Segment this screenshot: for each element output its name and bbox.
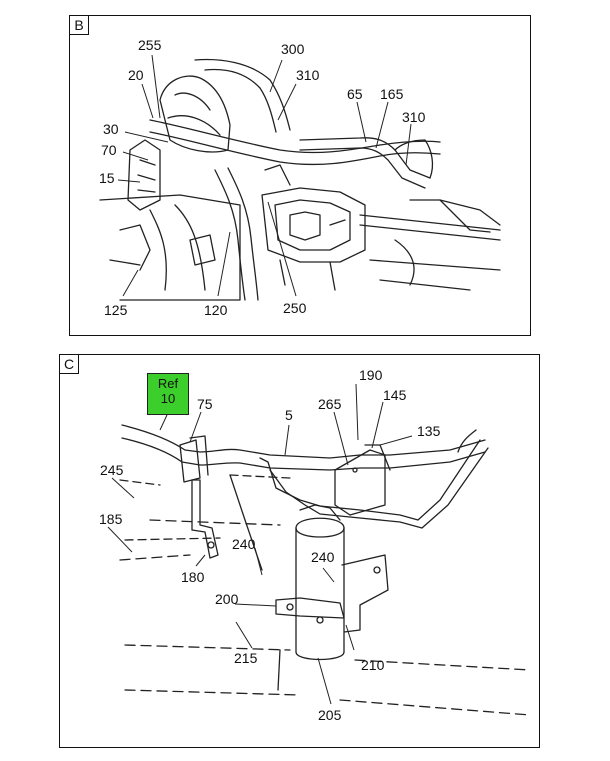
callout-c-145: 145 bbox=[383, 387, 407, 403]
callout-b-65: 65 bbox=[347, 86, 363, 102]
callout-b-165: 165 bbox=[380, 86, 404, 102]
callout-b-300: 300 bbox=[281, 41, 305, 57]
callout-b-255: 255 bbox=[138, 37, 162, 53]
callout-c-180: 180 bbox=[181, 569, 205, 585]
callout-b-15: 15 bbox=[99, 170, 115, 186]
callout-c-210: 210 bbox=[361, 657, 385, 673]
callout-c-205: 205 bbox=[318, 707, 342, 723]
callout-c-240-left: 240 bbox=[232, 536, 256, 552]
callout-b-310-right: 310 bbox=[402, 109, 426, 125]
reference-label: Ref bbox=[157, 376, 179, 391]
reference-number: 10 bbox=[160, 391, 176, 406]
panel-b: B bbox=[69, 15, 531, 336]
callout-c-185: 185 bbox=[99, 511, 123, 527]
callout-c-135: 135 bbox=[417, 423, 441, 439]
callout-c-240-right: 240 bbox=[311, 549, 335, 565]
panel-c: C bbox=[59, 354, 540, 748]
callout-b-30: 30 bbox=[103, 121, 119, 137]
callout-c-200: 200 bbox=[215, 591, 239, 607]
panel-c-letter: C bbox=[60, 355, 79, 374]
callout-c-190: 190 bbox=[359, 367, 383, 383]
reference-box: Ref 10 bbox=[147, 373, 189, 415]
callout-b-120: 120 bbox=[204, 302, 228, 318]
callout-c-5: 5 bbox=[285, 407, 293, 423]
callout-c-245: 245 bbox=[100, 462, 124, 478]
callout-b-250: 250 bbox=[283, 300, 307, 316]
callout-c-265: 265 bbox=[318, 396, 342, 412]
callout-b-70: 70 bbox=[101, 142, 117, 158]
callout-b-20: 20 bbox=[128, 67, 144, 83]
callout-b-125: 125 bbox=[104, 302, 128, 318]
callout-c-215: 215 bbox=[234, 650, 258, 666]
callout-c-75: 75 bbox=[197, 396, 213, 412]
callout-b-310-top: 310 bbox=[296, 67, 320, 83]
panel-b-letter: B bbox=[70, 16, 89, 35]
